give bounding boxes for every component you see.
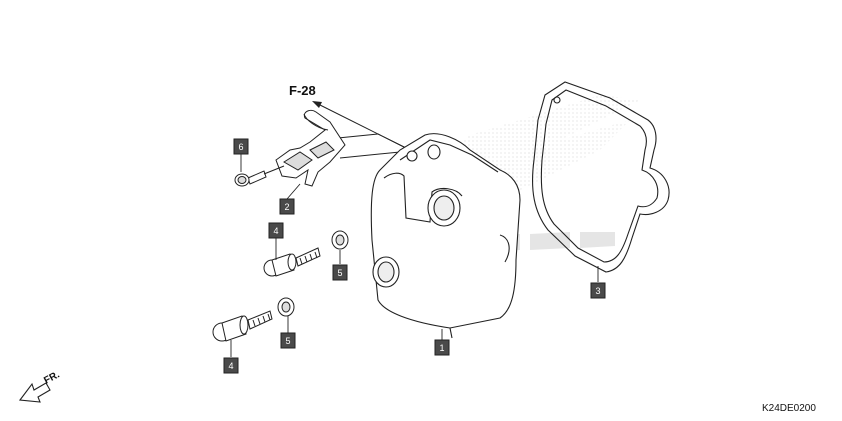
svg-text:1: 1 (439, 343, 444, 353)
reference-label[interactable]: F-28 (289, 83, 316, 98)
svg-text:4: 4 (273, 226, 278, 236)
callout-2[interactable]: 2 (279, 198, 295, 215)
cylinder-head-cover (370, 133, 521, 339)
callout-5-lower[interactable]: 5 (280, 332, 296, 349)
breather-bracket-clip (275, 109, 346, 187)
svg-text:3: 3 (595, 286, 600, 296)
cover-gasket (531, 81, 670, 273)
flange-bolt (234, 165, 285, 187)
bolt-lower (212, 310, 273, 342)
leader-lines (230, 154, 599, 357)
svg-text:5: 5 (285, 336, 290, 346)
svg-text:5: 5 (337, 268, 342, 278)
callout-1[interactable]: 1 (434, 339, 450, 356)
callout-4-upper[interactable]: 4 (268, 222, 284, 239)
svg-text:2: 2 (284, 202, 289, 212)
diagram-code: K24DE0200 (762, 403, 816, 414)
bolt-upper (263, 247, 321, 277)
front-direction-arrow: FR. (18, 369, 62, 403)
svg-text:6: 6 (238, 142, 243, 152)
callout-6[interactable]: 6 (233, 138, 249, 155)
svg-text:4: 4 (228, 361, 233, 371)
washer-lower (277, 297, 295, 317)
svg-text:FR.: FR. (42, 369, 62, 386)
washer-upper (331, 230, 349, 250)
callout-4-lower[interactable]: 4 (223, 357, 239, 374)
callout-3[interactable]: 3 (590, 282, 606, 299)
callout-5-upper[interactable]: 5 (332, 264, 348, 281)
